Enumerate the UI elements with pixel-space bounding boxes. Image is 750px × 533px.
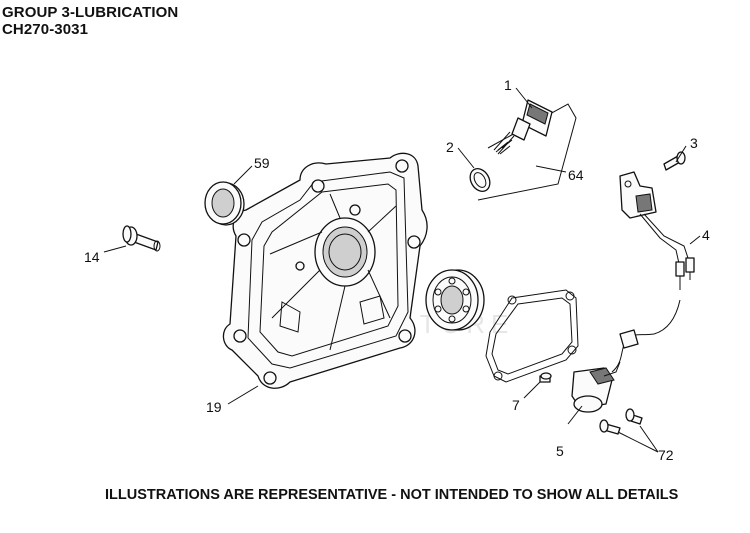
- o-ring: [469, 168, 491, 192]
- callout-19: 19: [206, 399, 222, 415]
- crankcase-cover: [222, 152, 428, 389]
- callout-4: 4: [702, 227, 710, 243]
- dipstick: [493, 99, 553, 155]
- cover-gasket: [485, 289, 579, 383]
- callout-64: 64: [568, 167, 584, 183]
- callout-5: 5: [556, 443, 564, 459]
- callout-1: 1: [504, 77, 512, 93]
- callout-14: 14: [84, 249, 100, 265]
- switch-bolts: [599, 408, 643, 435]
- oil-sentry-switch: [571, 299, 681, 413]
- oil-sentry-module: [619, 171, 695, 290]
- leader-lines: [103, 87, 701, 453]
- mounting-screw: [663, 151, 686, 171]
- callout-59: 59: [254, 155, 270, 171]
- ball-bearing: [425, 269, 485, 331]
- diagram-title: GROUP 3-LUBRICATION: [2, 4, 179, 21]
- model-number: CH270-3031: [2, 21, 89, 38]
- callout-2: 2: [446, 139, 454, 155]
- flange-bolt: [122, 225, 161, 252]
- callout-3: 3: [690, 135, 698, 151]
- callout-7: 7: [512, 397, 520, 413]
- callout-72: 72: [658, 447, 674, 463]
- small-bolt: [539, 372, 552, 383]
- disclaimer-footer: ILLUSTRATIONS ARE REPRESENTATIVE - NOT I…: [105, 487, 679, 503]
- oil-seal: [204, 181, 245, 226]
